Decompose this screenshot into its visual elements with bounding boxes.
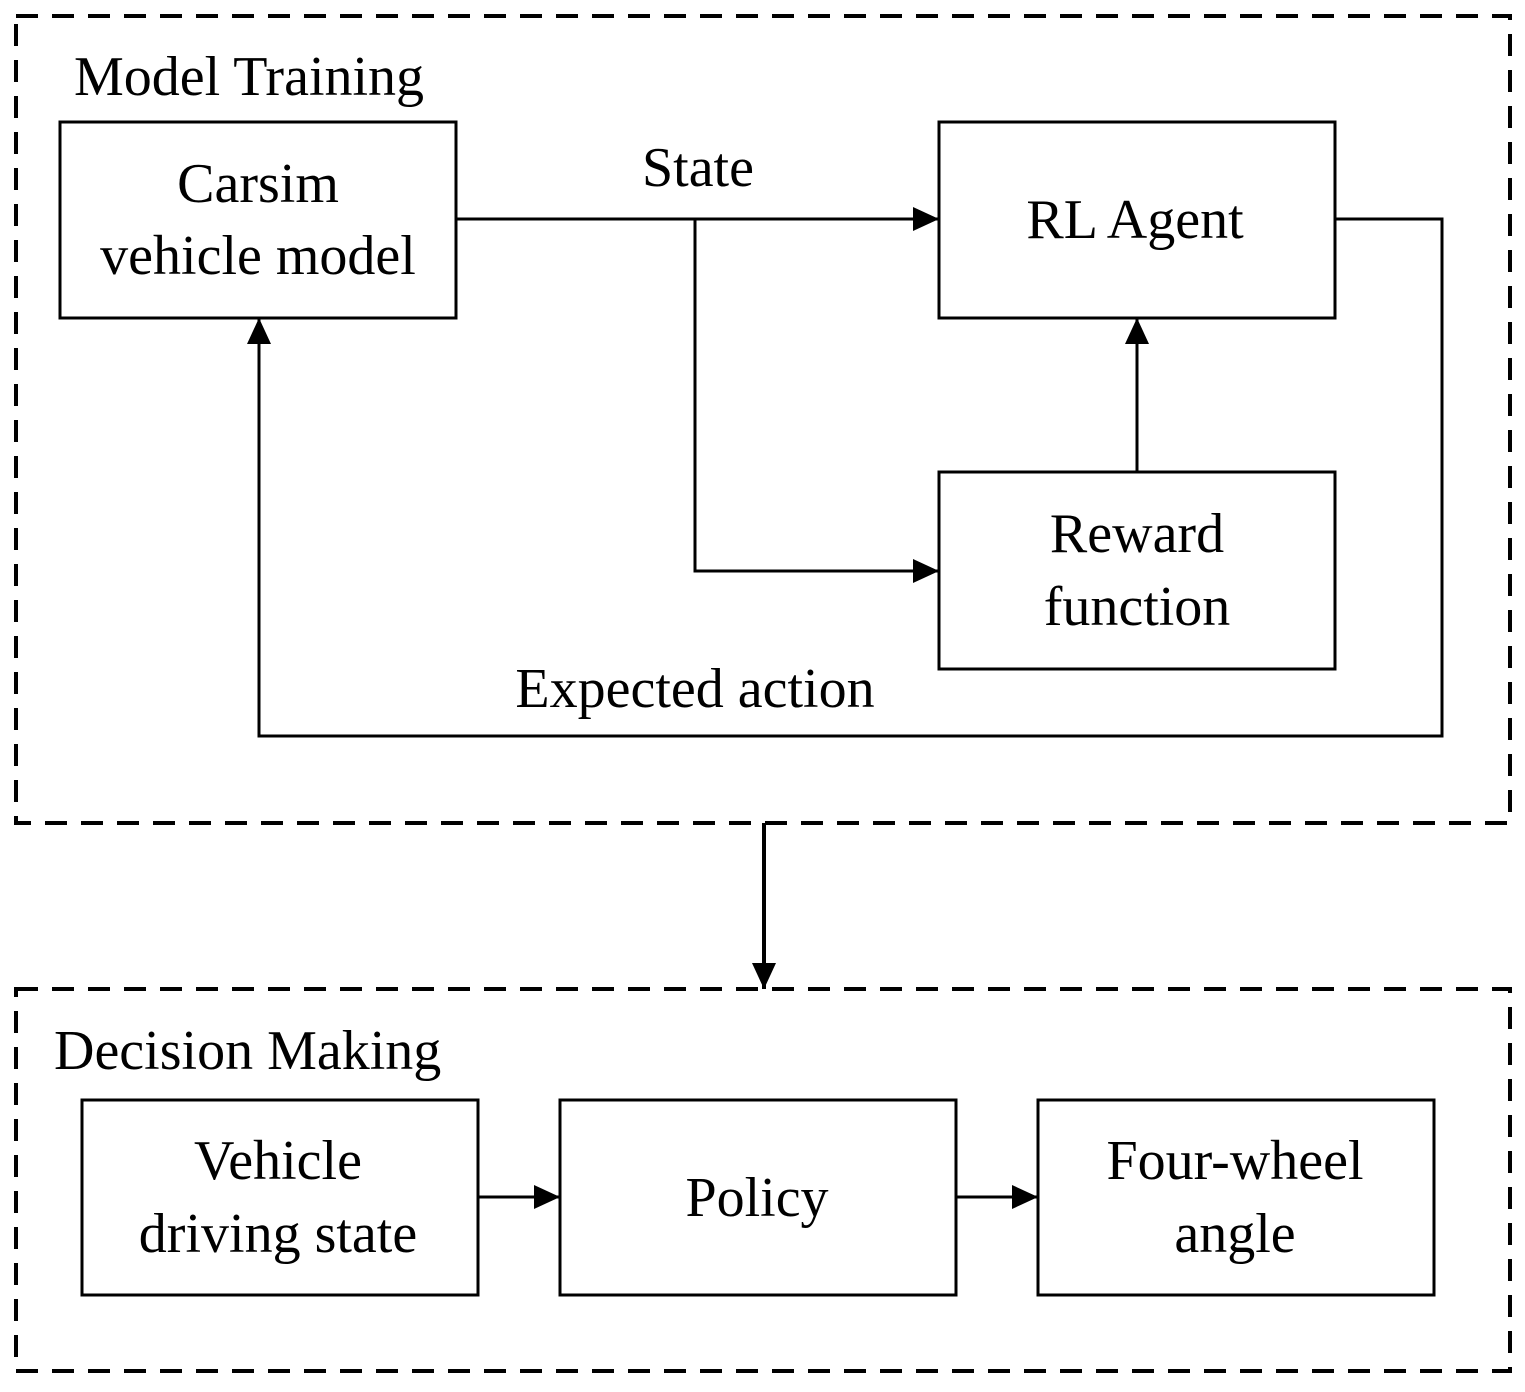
policy-node: Policy xyxy=(558,1098,958,1297)
model-training-group: Model Training xyxy=(14,14,1512,825)
model-training-title: Model Training xyxy=(74,46,424,108)
decision-making-title: Decision Making xyxy=(54,1020,441,1082)
state-edge-label: State xyxy=(642,137,754,199)
four-wheel-angle-label-line2: angle xyxy=(1174,1203,1295,1265)
four-wheel-angle-node: Four-wheel angle xyxy=(1036,1098,1436,1297)
rl-agent-label: RL Agent xyxy=(1026,189,1244,251)
vehicle-driving-state-label-line2: driving state xyxy=(139,1203,417,1265)
four-wheel-angle-label-line1: Four-wheel xyxy=(1106,1130,1363,1192)
rl-agent-node: RL Agent xyxy=(937,120,1337,320)
expected-action-label: Expected action xyxy=(515,658,874,720)
carsim-label-line1: Carsim xyxy=(177,153,339,215)
state-arrow-to-reward xyxy=(693,219,939,583)
state-edge xyxy=(456,207,939,583)
reward-function-box xyxy=(937,470,1337,671)
four-wheel-angle-box xyxy=(1036,1098,1436,1297)
vehicle-driving-state-node: Vehicle driving state xyxy=(80,1098,480,1297)
expected-action-arrow xyxy=(247,217,1444,738)
carsim-label-line2: vehicle model xyxy=(100,225,416,287)
policy-label: Policy xyxy=(685,1167,828,1229)
decision-making-group: Decision Making xyxy=(14,987,1512,1373)
vehicle-driving-state-label-line1: Vehicle xyxy=(194,1130,362,1192)
reward-function-label-line2: function xyxy=(1044,576,1231,638)
reward-function-label-line1: Reward xyxy=(1050,503,1224,565)
reward-function-node: Reward function xyxy=(937,470,1337,671)
carsim-box xyxy=(58,120,458,320)
carsim-node: Carsim vehicle model xyxy=(58,120,458,320)
